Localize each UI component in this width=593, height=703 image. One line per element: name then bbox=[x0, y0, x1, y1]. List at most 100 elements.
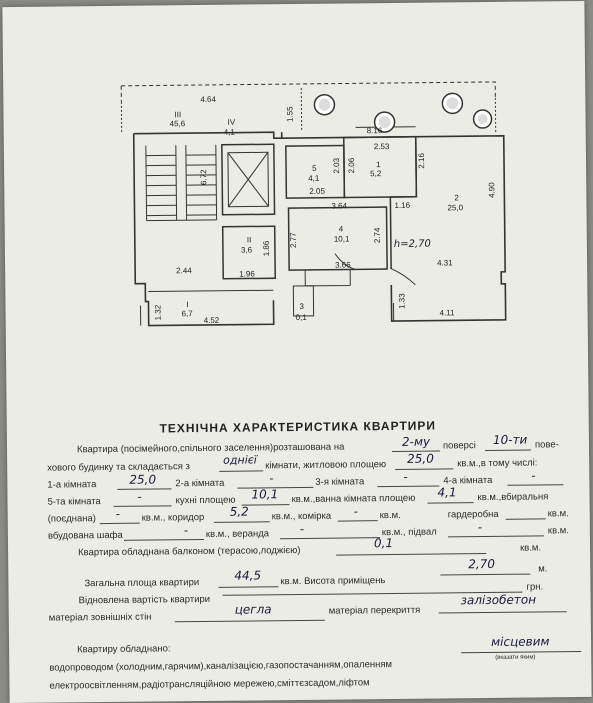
height-note: h=2,70 bbox=[393, 238, 431, 250]
height-value: 2,70 bbox=[468, 556, 496, 572]
room4-dash: - bbox=[531, 468, 536, 483]
dim-411: 4.11 bbox=[439, 308, 455, 318]
dim-205: 2.05 bbox=[309, 186, 325, 196]
room-i-num: I bbox=[186, 300, 189, 310]
row-11: Квартиру обладнано: bbox=[77, 643, 171, 656]
row-9-b: грн. bbox=[526, 581, 544, 593]
row-1-b: поверсі bbox=[442, 440, 476, 452]
dim-431: 4.31 bbox=[437, 258, 453, 268]
total-area-value: 44,5 bbox=[234, 568, 262, 583]
dim-452: 4.52 bbox=[203, 315, 220, 325]
cellar-dash: - bbox=[477, 520, 483, 535]
room-ii-num: II bbox=[246, 235, 252, 245]
row-3-c: 3-я кімната bbox=[315, 476, 365, 488]
dim-206: 2.06 bbox=[346, 157, 357, 174]
row-5-c: кв.м., комірка bbox=[271, 510, 332, 523]
room-5-num: 5 bbox=[312, 163, 317, 173]
dim-132: 1.32 bbox=[153, 304, 163, 321]
floor-plan: III 45,6 IV 4,1 5 4,1 1 5,2 2 25,0 4 10,… bbox=[2, 1, 588, 367]
dim-253: 2.53 bbox=[373, 142, 390, 152]
corridor-value: 5,2 bbox=[229, 504, 249, 519]
dim-816: 8.16 bbox=[366, 126, 383, 136]
dim-116: 1.16 bbox=[394, 200, 411, 210]
room1-value: 25,0 bbox=[129, 472, 157, 487]
floors-total-value: 10-ти bbox=[492, 432, 528, 447]
wardrobe-dash: - bbox=[183, 523, 189, 538]
row-2-c: кв.м.,в тому числі: bbox=[457, 457, 538, 470]
row-9-a: Відновлена вартість квартири bbox=[78, 593, 211, 607]
row-7-b: кв.м. bbox=[520, 542, 542, 554]
dim-203: 2.03 bbox=[331, 157, 342, 174]
room-1-area: 5,2 bbox=[370, 169, 382, 179]
balcony-value: 0,1 bbox=[373, 536, 394, 551]
dim-364: 3.64 bbox=[331, 201, 348, 211]
row-4-c: кв.м.,ванна кімната площею bbox=[291, 492, 416, 506]
room-5-area: 4,1 bbox=[308, 173, 320, 183]
dim-186: 1.86 bbox=[261, 240, 271, 257]
row-1-c: пове- bbox=[534, 439, 559, 451]
room-4-area: 10,1 bbox=[333, 234, 350, 244]
veranda-dash: - bbox=[299, 521, 305, 536]
room-iii-area: 45,6 bbox=[169, 119, 186, 129]
room-ii-area: 3,6 bbox=[240, 245, 253, 255]
room-1-num: 1 bbox=[375, 160, 381, 170]
row-2-a: хового будинку та складається з bbox=[47, 461, 190, 474]
room-2-num: 2 bbox=[454, 193, 459, 203]
dim-277: 2.77 bbox=[288, 232, 298, 249]
row-4-d: кв.м.,вбиральня bbox=[477, 491, 549, 504]
room-2-area: 25,0 bbox=[447, 203, 464, 213]
bath-value: 4,1 bbox=[437, 485, 457, 500]
dim-366: 3.66 bbox=[335, 260, 351, 270]
room-3-num: 3 bbox=[299, 301, 305, 311]
room-iii-num: III bbox=[174, 110, 182, 120]
walls-value: цегла bbox=[234, 602, 272, 617]
row-2-b: кімнати, житловою площею bbox=[265, 459, 387, 472]
row-6-d: кв.м. bbox=[547, 525, 569, 537]
rooms-count-value: однієї bbox=[223, 453, 257, 467]
dim-244: 2.44 bbox=[176, 266, 192, 276]
room2-dash: - bbox=[269, 471, 274, 486]
dim-216: 2.16 bbox=[416, 153, 427, 169]
row-10-b: матеріал перекриття bbox=[328, 604, 421, 617]
row-1: Квартира (посімейного,спільного заселенн… bbox=[76, 441, 345, 456]
living-area-value: 25,0 bbox=[407, 451, 434, 466]
row-3-a: 1-а кімната bbox=[47, 479, 97, 491]
storage-dash: - bbox=[353, 504, 359, 519]
row-3-b: 2-а кімната bbox=[175, 477, 225, 490]
dim-672: 6.72 bbox=[199, 169, 209, 186]
row-13: електроосвітленням,радіотрансляційною ме… bbox=[49, 677, 370, 692]
row-5-d: кв.м. bbox=[379, 509, 401, 522]
row-7-a: Квартира обладнана балконом (терасою,лод… bbox=[78, 544, 301, 559]
row-5-b: кв.м., коридор bbox=[141, 511, 205, 524]
room-3-area: 0,1 bbox=[295, 312, 307, 323]
wc-dash: - bbox=[115, 506, 121, 521]
dim-274: 2.74 bbox=[372, 227, 382, 244]
dim-464: 4.64 bbox=[200, 94, 216, 104]
room3-dash: - bbox=[403, 469, 408, 484]
dim-155: 1.55 bbox=[285, 106, 295, 123]
heating-value: місцевим bbox=[490, 634, 550, 649]
row-5-e: гардеробна bbox=[447, 508, 499, 521]
floor-value: 2-му bbox=[401, 434, 431, 449]
heating-note: (вказати яким) bbox=[495, 654, 536, 661]
row-6-a: вбудована шафа bbox=[47, 529, 123, 542]
dim-490: 4.90 bbox=[487, 182, 497, 198]
row-8-a: Загальна площа квартири bbox=[84, 577, 200, 590]
row-4-a: 5-та кімната bbox=[47, 496, 101, 508]
floor-plan-drawing bbox=[120, 81, 507, 327]
row-12-a: водопроводом (холодним,гарячим),каналіза… bbox=[49, 659, 393, 674]
dim-133: 1.33 bbox=[397, 293, 407, 309]
room-iv-area: 4,1 bbox=[223, 127, 235, 137]
row-6-b: кв.м., веранда bbox=[205, 528, 270, 540]
room-4-num: 4 bbox=[338, 224, 344, 234]
row-8-c: м. bbox=[538, 563, 548, 575]
ceiling-value: залізобетон bbox=[460, 592, 537, 608]
row-4-b: кухні площею bbox=[175, 494, 236, 507]
dim-196: 1.96 bbox=[239, 269, 255, 279]
row-5-a: (поєднана) bbox=[47, 513, 97, 525]
row-10-a: матеріал зовнішніх стін bbox=[48, 611, 152, 624]
room-i-area: 6,7 bbox=[181, 309, 193, 319]
room-iv-num: IV bbox=[227, 117, 236, 127]
row-8-b: кв.м. Висота приміщень bbox=[280, 575, 386, 588]
